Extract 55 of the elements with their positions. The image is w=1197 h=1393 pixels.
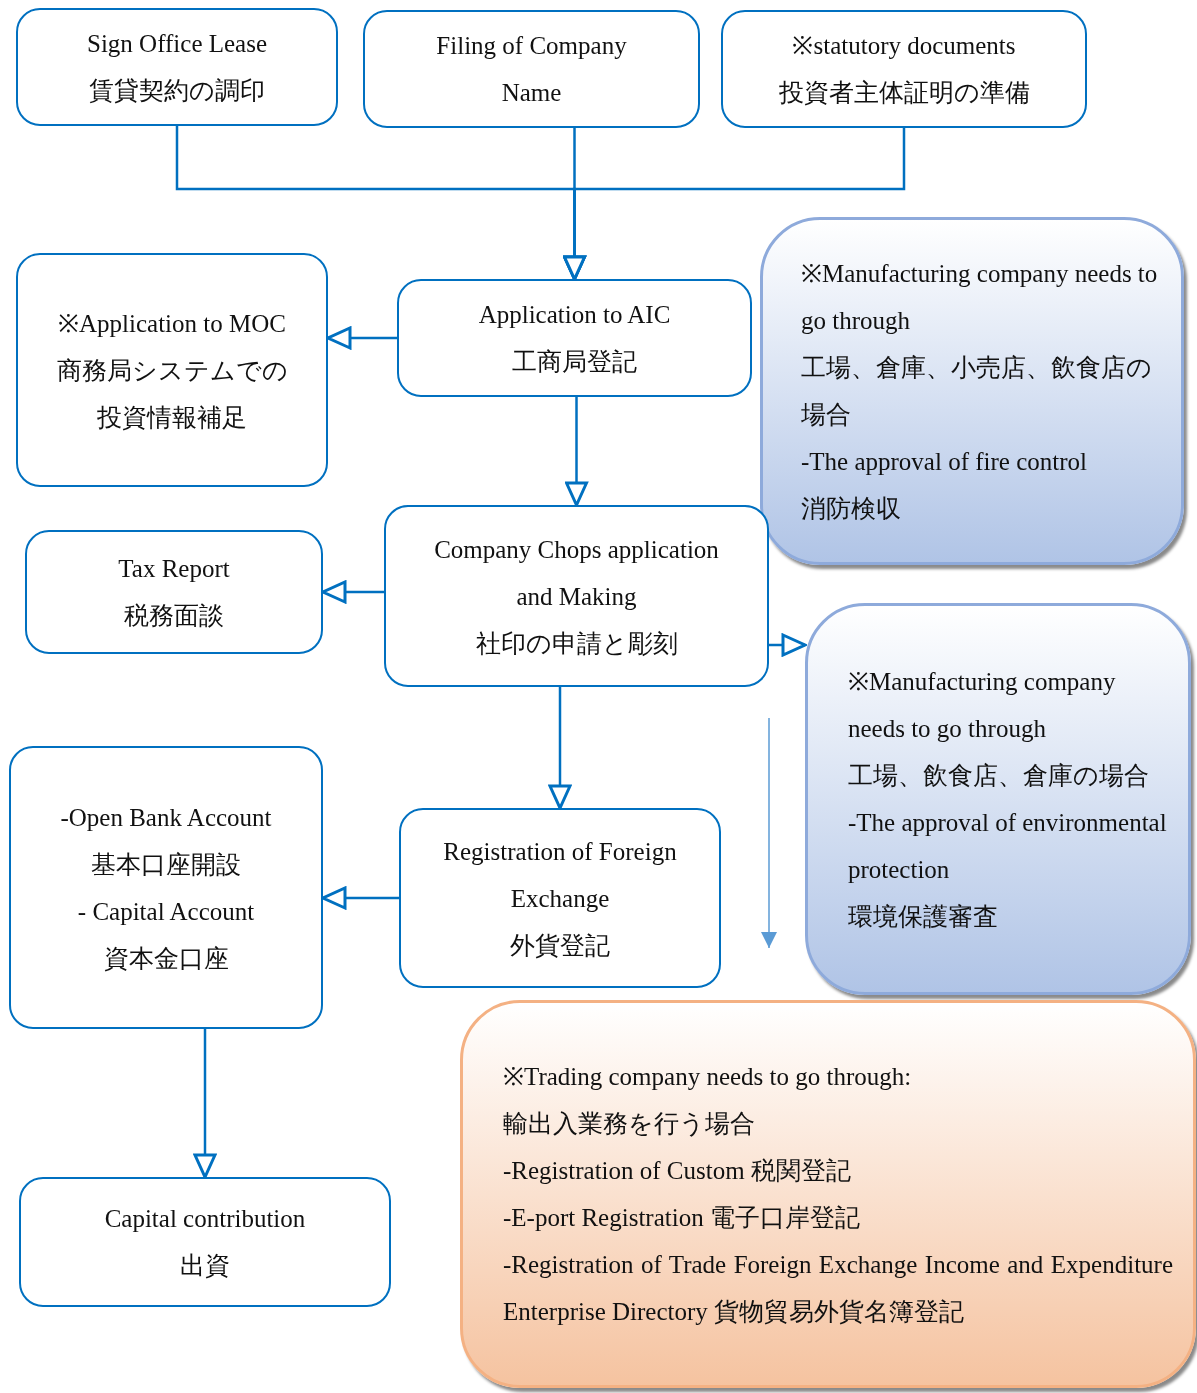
box-text: 賃貸契約の調印 <box>89 76 265 106</box>
box-text: 消防検収 <box>801 494 901 524</box>
box-text: Capital contribution <box>104 1204 306 1234</box>
box-text: Filing of Company Name <box>435 31 628 108</box>
box-text: Registration of Foreign Exchange <box>442 836 678 914</box>
arrow <box>563 128 906 281</box>
box-text: - Capital Account <box>77 896 255 927</box>
box-text: 商務局システムでの投資情報補足 <box>55 355 289 433</box>
note-box <box>760 217 1184 565</box>
box-text: -Open Bank Account <box>60 802 272 833</box>
box-text: ※Manufacturing company needs to go through <box>801 259 1159 336</box>
process-box <box>16 8 338 126</box>
process-box <box>9 746 323 1029</box>
box-text: -The approval of environmental protection <box>848 808 1168 885</box>
note-box <box>460 1000 1196 1388</box>
process-box <box>384 505 769 687</box>
process-box <box>397 279 752 397</box>
box-text: 工商局登記 <box>512 347 637 377</box>
box-text: 外貨登記 <box>510 930 610 961</box>
box-text: 輸出入業務を行う場合 <box>503 1109 755 1139</box>
box-text: ※Application to MOC <box>58 308 286 339</box>
process-box <box>19 1177 391 1307</box>
box-text: ※Trading company needs to go through: <box>503 1062 912 1092</box>
box-text: 投資者主体証明の準備 <box>778 78 1030 108</box>
box-text: 資本金口座 <box>103 943 229 974</box>
arrow <box>548 687 572 810</box>
box-text: 社印の申請と彫刻 <box>475 628 678 659</box>
box-text: Application to AIC <box>478 300 671 330</box>
box-text: Tax Report <box>118 554 230 584</box>
arrow <box>565 397 588 507</box>
note-box <box>805 603 1191 995</box>
arrow <box>321 580 384 604</box>
arrow <box>769 633 807 657</box>
box-text: 出資 <box>180 1251 230 1281</box>
box-text: Sign Office Lease <box>87 29 267 59</box>
box-text: -E-port Registration 電子口岸登記 <box>503 1203 860 1233</box>
process-box <box>363 10 700 128</box>
box-text: -Registration of Custom 税関登記 <box>503 1156 851 1186</box>
process-box <box>399 808 721 988</box>
box-text: ※Manufacturing company needs to go through <box>848 667 1117 744</box>
process-box <box>25 530 323 654</box>
box-text: -Registration of Trade Foreign Exchange Income and Expenditure Enterprise Directory 貨物貿易外貨名簿登記 <box>503 1250 1173 1327</box>
process-box <box>16 253 328 487</box>
box-text: 工場、飲食店、倉庫の場合 <box>848 761 1149 791</box>
process-box <box>721 10 1087 128</box>
arrow <box>321 886 399 910</box>
box-text: 環境保護審査 <box>848 902 998 932</box>
arrow <box>326 326 397 350</box>
box-text: 工場、倉庫、小売店、飲食店の場合 <box>801 353 1153 430</box>
box-text: ※statutory documents <box>792 31 1016 61</box>
box-text: -The approval of fire control <box>801 447 1087 477</box>
box-text: Company Chops application and Making <box>433 534 720 612</box>
box-text: 基本口座開設 <box>91 849 241 880</box>
box-text: 税務面談 <box>124 601 224 631</box>
arrow <box>193 1029 217 1179</box>
